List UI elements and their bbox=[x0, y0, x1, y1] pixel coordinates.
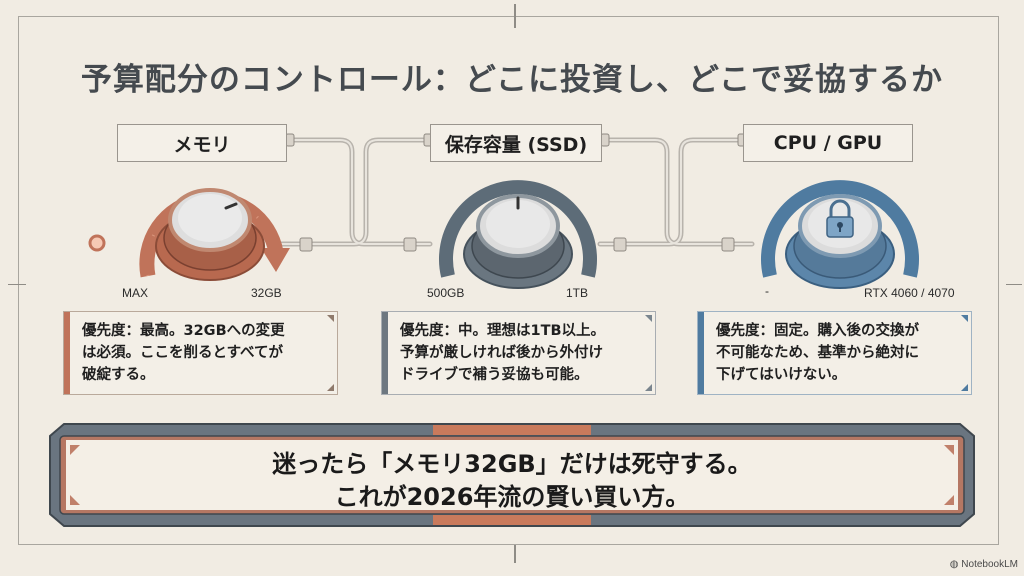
cpu-gpu-scale-max: RTX 4060 / 4070 bbox=[864, 286, 955, 300]
ssd-dial[interactable] bbox=[428, 172, 608, 292]
banner-line-1: 迷ったら「メモリ32GB」だけは死守する。 bbox=[272, 450, 752, 478]
frame-tick-top bbox=[514, 4, 516, 28]
notebooklm-watermark: ◍ NotebookLM bbox=[949, 559, 1018, 570]
indicator-led bbox=[88, 234, 106, 252]
frame-tick-bottom bbox=[514, 545, 516, 563]
note-cpu-gpu: 優先度：固定。購入後の交換が 不可能なため、基準から絶対に 下げてはいけない。 bbox=[697, 311, 972, 395]
memory-scale-min: MAX bbox=[122, 286, 149, 300]
slide-frame bbox=[18, 16, 999, 545]
conclusion-banner: 迷ったら「メモリ32GB」だけは死守する。 これが2026年流の賢い買い方。 bbox=[48, 422, 976, 528]
ssd-scale-min: 500GB bbox=[427, 286, 465, 300]
frame-tick-left bbox=[8, 284, 26, 285]
memory-scale-max: 32GB bbox=[251, 286, 282, 300]
label-ssd: 保存容量 (SSD) bbox=[430, 124, 602, 162]
page-title: 予算配分のコントロール：どこに投資し、どこで妥協するか bbox=[80, 62, 944, 98]
label-memory: メモリ bbox=[117, 124, 287, 162]
ssd-scale-max: 1TB bbox=[566, 286, 589, 300]
cpu-gpu-scale-min: - bbox=[765, 284, 769, 298]
note-ssd: 優先度：中。理想は1TB以上。 予算が厳しければ後から外付け ドライブで補う妥協… bbox=[381, 311, 656, 395]
frame-tick-right bbox=[1006, 284, 1022, 285]
note-memory: 優先度：最高。32GBへの変更 は必須。ここを削るとすべてが 破綻する。 bbox=[63, 311, 338, 395]
banner-line-2: これが2026年流の賢い買い方。 bbox=[334, 483, 690, 511]
lock-icon bbox=[826, 199, 854, 238]
memory-dial[interactable] bbox=[118, 168, 298, 288]
label-cpu-gpu: CPU / GPU bbox=[743, 124, 913, 162]
arrow-icon bbox=[261, 248, 290, 272]
cpu-gpu-dial bbox=[761, 180, 919, 289]
notebooklm-logo-icon: ◍ bbox=[949, 559, 962, 570]
